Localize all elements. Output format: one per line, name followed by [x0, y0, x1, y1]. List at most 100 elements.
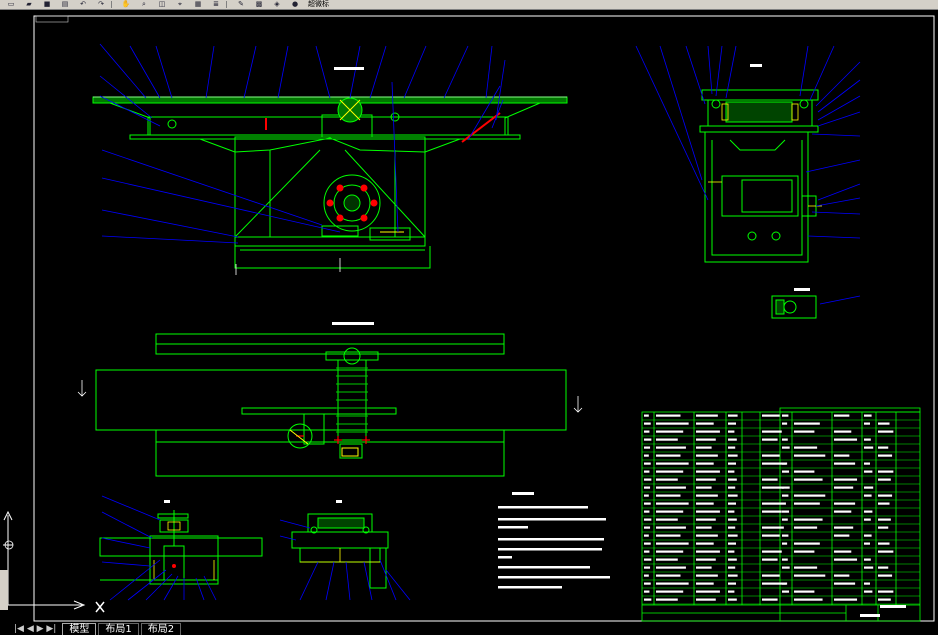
front-view-leaders — [99, 43, 506, 244]
command-line-toggle[interactable] — [0, 570, 8, 610]
parts-list-cell — [656, 542, 689, 545]
parts-list-cell — [834, 526, 854, 529]
parts-list-cell — [834, 430, 852, 433]
parts-list-cell — [762, 462, 786, 465]
parts-list-cell — [762, 486, 784, 489]
save-icon[interactable]: ■ — [43, 0, 51, 8]
parts-list-cell — [644, 550, 650, 553]
parts-list-cell — [762, 502, 786, 505]
parts-list-cell — [656, 502, 689, 505]
parts-list-cell — [644, 438, 652, 441]
toolbar-separator — [111, 1, 112, 8]
parts-list-cell — [696, 486, 712, 489]
parts-list-cell — [864, 462, 870, 465]
tab-layout-2[interactable]: 布局2 — [140, 623, 182, 635]
parts-list-cell — [834, 414, 850, 417]
parts-list-cell — [794, 502, 820, 505]
tab-layout-1[interactable]: 布局1 — [98, 623, 139, 635]
open-icon[interactable]: ▰ — [26, 0, 32, 8]
pan-icon[interactable]: ✋ — [121, 0, 131, 8]
parts-list-cell — [762, 558, 778, 561]
parts-list-cell — [656, 414, 681, 417]
detail-small — [771, 295, 817, 319]
print-icon[interactable]: ▤ — [61, 0, 69, 8]
parts-list-cell — [762, 454, 780, 457]
parts-list-cell — [878, 430, 894, 433]
parts-list-cell — [834, 582, 856, 585]
parts-list-cell — [762, 526, 784, 529]
parts-list-cell — [656, 446, 686, 449]
parts-list-cell — [834, 598, 858, 601]
parts-list-cell — [644, 510, 650, 513]
parts-list-cell — [834, 454, 850, 457]
side-view — [699, 89, 819, 263]
parts-list-cell — [782, 414, 789, 417]
parts-list-cell — [656, 574, 681, 577]
zoom-prev-icon[interactable]: ⌖ — [178, 0, 182, 8]
new-icon[interactable]: ▭ — [7, 0, 15, 8]
parts-list-cell — [794, 598, 823, 601]
layer-state-icon[interactable]: ◈ — [274, 0, 280, 8]
parts-list-cell — [644, 542, 651, 545]
parts-list-cell — [864, 558, 871, 561]
undo-icon[interactable]: ↶ — [80, 0, 86, 8]
parts-list-cell — [656, 510, 684, 513]
zoom-window-icon[interactable]: ◫ — [158, 0, 166, 8]
parts-list-cell — [656, 526, 686, 529]
detail-left-leaders — [101, 495, 217, 601]
parts-list-cell — [656, 494, 681, 497]
parts-list-cell — [794, 518, 823, 521]
parts-list-cell — [644, 446, 651, 449]
parts-list-cell — [762, 510, 782, 513]
properties-icon[interactable]: ▦ — [194, 0, 202, 8]
parts-list-cell — [728, 598, 737, 601]
parts-list-cell — [644, 470, 650, 473]
parts-list-cell — [782, 470, 790, 473]
layers-icon[interactable]: ≣ — [213, 0, 219, 8]
drawing-canvas[interactable] — [0, 9, 938, 623]
parts-list-cell — [864, 590, 873, 593]
parts-list-cell — [794, 422, 820, 425]
parts-list-cell — [656, 486, 686, 489]
parts-list-cell — [696, 542, 714, 545]
parts-list-cell — [878, 446, 889, 449]
parts-list-cell — [728, 534, 738, 537]
parts-list-cell — [644, 430, 650, 433]
color-icon[interactable]: ● — [291, 0, 299, 8]
parts-list-cell — [728, 414, 738, 417]
tech-notes — [498, 492, 610, 589]
calculator-icon[interactable]: ▩ — [255, 0, 263, 8]
redo-icon[interactable]: ↷ — [98, 0, 104, 8]
parts-list-cell — [728, 582, 736, 585]
parts-list-cell — [762, 574, 780, 577]
parts-list-cell — [728, 462, 736, 465]
parts-list-cell — [834, 486, 854, 489]
parts-list-cell — [782, 510, 790, 513]
tab-model[interactable]: 模型 — [62, 623, 97, 635]
tab-nav-arrows[interactable]: |◀ ◀ ▶ ▶| — [14, 624, 57, 634]
parts-list-cell — [782, 534, 789, 537]
parts-list-cell — [878, 422, 890, 425]
parts-list-cell — [878, 494, 893, 497]
parts-list-cell — [864, 422, 870, 425]
parts-list-cell — [782, 566, 790, 569]
parts-list-cell — [864, 534, 872, 537]
parts-list-cell — [696, 526, 712, 529]
parts-list-cell — [696, 534, 718, 537]
parts-list-cell — [696, 566, 712, 569]
parts-list-cell — [644, 486, 651, 489]
parts-list-cell — [782, 486, 790, 489]
detail-left — [99, 510, 263, 585]
parts-list-cell — [656, 462, 689, 465]
parts-list-cell — [728, 486, 736, 489]
side-view-leaders — [635, 45, 861, 305]
detail-middle-leaders — [279, 519, 411, 601]
parts-list-cell — [728, 526, 736, 529]
parts-list-cell — [696, 502, 714, 505]
match-icon[interactable]: ✎ — [238, 0, 244, 8]
parts-list-cell — [644, 454, 649, 457]
parts-list-cell — [762, 430, 782, 433]
zoom-icon[interactable]: ⌕ — [142, 0, 146, 8]
parts-list-cell — [644, 526, 651, 529]
parts-list-cell — [864, 486, 874, 489]
